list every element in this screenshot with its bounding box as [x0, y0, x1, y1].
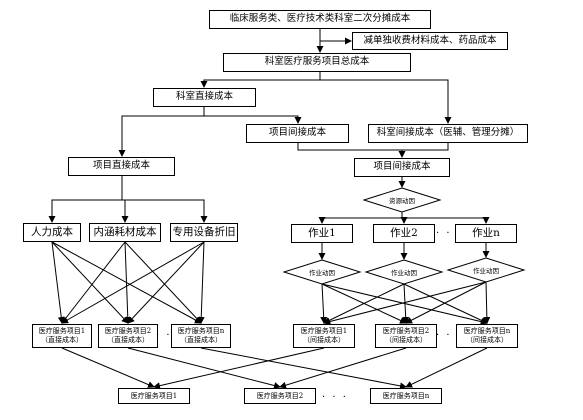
edge-indirectn-to-totaln [405, 347, 488, 388]
direct-item-1-sub: （直接成本） [41, 336, 83, 344]
edge-cost2-to-direct1 [127, 241, 205, 324]
resource-driver-diamond-shape [362, 187, 442, 213]
dept-total-cost-box: 科室医疗服务项目总成本 [223, 53, 411, 72]
activity-2-box: 作业2 [373, 224, 435, 243]
edge-to-consumables [121, 199, 129, 223]
direct-item-n-name: 医疗服务项目n [177, 327, 225, 336]
edge-act0-to-indirect0 [320, 283, 328, 324]
edge-act2-to-indirect1 [405, 281, 487, 324]
activity-driver-diamond-1-shape [282, 259, 362, 285]
edge-direct2-to-total2 [127, 347, 281, 389]
indirect-item-2-sub: （间接成本） [385, 336, 427, 344]
edge-act1-to-indirect0 [323, 283, 405, 324]
allocation-cost-box: 临床服务类、医疗技术类科室二次分摊成本 [209, 10, 431, 29]
activity-n-box: 作业n [455, 224, 517, 243]
project-indirect-cost-box: 项目间接成本 [354, 158, 450, 177]
edge-dept-direct-to-project-direct [118, 107, 205, 157]
edge-cost1-to-direct2 [124, 241, 202, 324]
direct-item-n-sub: （直接成本） [180, 336, 222, 344]
total-item-1-box: 医疗服务项目1 [118, 388, 190, 404]
edge-directn-to-totaln [200, 347, 407, 390]
activity-driver-diamond-n-shape [446, 257, 526, 283]
indirect-item-2-box: 医疗服务项目2 （间接成本） [375, 324, 437, 348]
activity-driver-label-2: 作业动因 [391, 269, 417, 277]
deduct-cost-box: 减单独收费材料成本、药品成本 [352, 32, 508, 50]
activities-ellipsis: · · · [436, 228, 462, 239]
edge-dept-indirect-merge [402, 143, 449, 151]
edge-act1-to-indirect2 [403, 283, 488, 324]
project-indirect-cost-top-box: 项目间接成本 [246, 124, 349, 143]
edge-driver-to-act2 [400, 217, 408, 224]
indirect-item-1-sub: （间接成本） [303, 336, 345, 344]
dept-indirect-cost-box: 科室间接成本（医辅、管理分摊） [368, 124, 528, 143]
indirect-item-n-name: 医疗服务项目n [463, 327, 511, 336]
activity-1-box: 作业1 [291, 224, 353, 243]
edge-indirect2-to-total2 [279, 347, 407, 389]
direct-item-2-sub: （直接成本） [107, 336, 149, 344]
direct-item-1-name: 医疗服务项目1 [38, 327, 86, 336]
resource-driver-label: 资源动因 [389, 197, 415, 205]
project-direct-cost-box: 项目直接成本 [68, 157, 175, 176]
edge-cost0-to-direct0 [51, 241, 65, 324]
edge-project-indirect-merge [297, 143, 406, 158]
edge-act2-to-indirect2 [483, 281, 491, 324]
edge-driver-to-actn [402, 217, 490, 224]
edge-cost0-to-direct1 [51, 241, 129, 324]
edge-dept-direct-to-project-indirect [204, 115, 302, 124]
edge-to-labor [48, 176, 123, 223]
edge-total-to-dept-indirect [320, 79, 452, 124]
indirect-item-1-box: 医疗服务项目1 （间接成本） [293, 324, 355, 348]
dept-direct-cost-box: 科室直接成本 [153, 88, 256, 107]
consumables-cost-box: 内涵耗材成本 [89, 223, 161, 242]
edge-cost2-to-direct2 [197, 241, 205, 324]
indirect-item-2-name: 医疗服务项目2 [382, 327, 430, 336]
edge-act1-to-indirect1 [402, 283, 410, 324]
direct-items-ellipsis: · · · [156, 330, 182, 341]
activity-driver-label-n: 作业动因 [473, 267, 499, 275]
edge-cost2-to-direct0 [61, 241, 205, 324]
indirect-item-n-box: 医疗服务项目n （间接成本） [456, 324, 518, 348]
edge-cost1-to-direct1 [124, 241, 132, 324]
total-item-n-box: 医疗服务项目n [370, 388, 442, 404]
total-items-ellipsis: · · · [322, 392, 348, 403]
indirect-items-ellipsis: · · · [436, 330, 462, 341]
direct-item-2-box: 医疗服务项目2 （直接成本） [98, 324, 158, 348]
direct-item-1-box: 医疗服务项目1 （直接成本） [32, 324, 92, 348]
edge-driver-to-act1 [318, 212, 403, 224]
direct-item-n-box: 医疗服务项目n （直接成本） [171, 324, 231, 348]
activity-driver-label-1: 作业动因 [309, 269, 335, 277]
edge-direct1-to-total1 [61, 347, 155, 388]
indirect-item-n-sub: （间接成本） [466, 336, 508, 344]
edge-to-equipment [122, 199, 208, 223]
edge-indirect1-to-total1 [153, 347, 325, 390]
equipment-depreciation-box: 专用设备折旧 [170, 223, 238, 242]
indirect-item-1-name: 医疗服务项目1 [300, 327, 348, 336]
edge-act2-to-indirect0 [323, 281, 487, 325]
labor-cost-box: 人力成本 [23, 223, 81, 242]
edge-total-to-dept-direct [200, 72, 321, 88]
activity-driver-diamond-2-shape [364, 259, 444, 285]
direct-item-2-name: 医疗服务项目2 [104, 327, 152, 336]
total-item-2-box: 医疗服务项目2 [244, 388, 316, 404]
edge-cost1-to-direct0 [61, 241, 126, 324]
